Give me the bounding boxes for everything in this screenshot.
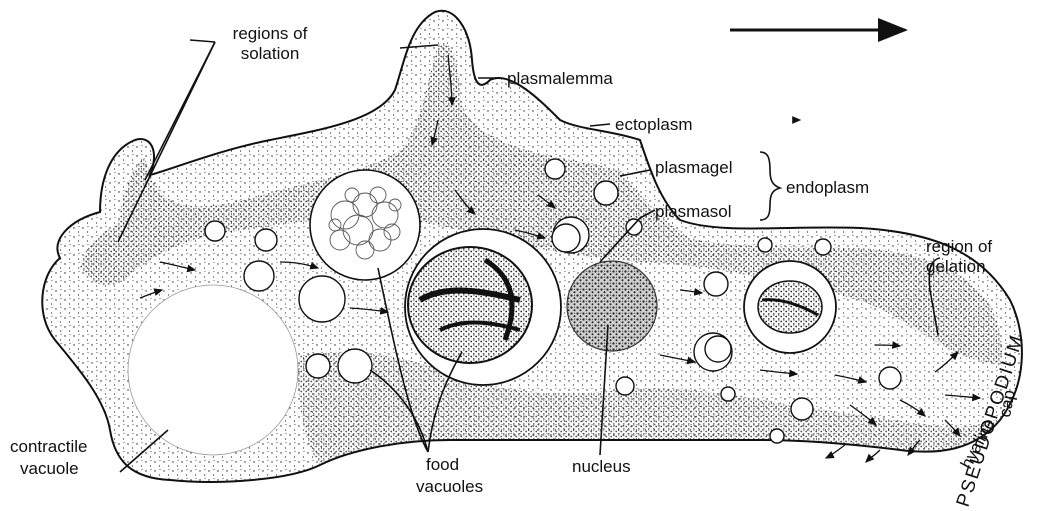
label-contractile-vacuole-line1: contractile	[10, 437, 87, 456]
contractile-vacuole	[128, 285, 298, 455]
label-contractile-vacuole-line2: vacuole	[20, 459, 79, 478]
food-vacuole-bubbles	[310, 170, 420, 280]
label-regions-of-solation-line2: solation	[241, 44, 300, 63]
label-food-vacuoles-line2: vacuoles	[416, 477, 483, 496]
label-nucleus: nucleus	[572, 457, 631, 476]
label-food-vacuoles-line1: food	[426, 455, 459, 474]
nucleus	[567, 261, 657, 351]
label-regions-of-solation-line1: regions of	[233, 24, 308, 43]
label-endoplasm: endoplasm	[786, 178, 869, 197]
label-ectoplasm: ectoplasm	[615, 115, 692, 134]
label-region-of-gelation-line2: gelation	[926, 257, 986, 276]
label-plasmalemma: plasmalemma	[507, 69, 613, 88]
food-vacuole-right	[744, 261, 836, 353]
label-plasmagel: plasmagel	[655, 158, 733, 177]
label-region-of-gelation-line1: region of	[926, 237, 992, 256]
food-vacuole-large	[405, 229, 561, 385]
label-plasmasol: plasmasol	[655, 202, 732, 221]
